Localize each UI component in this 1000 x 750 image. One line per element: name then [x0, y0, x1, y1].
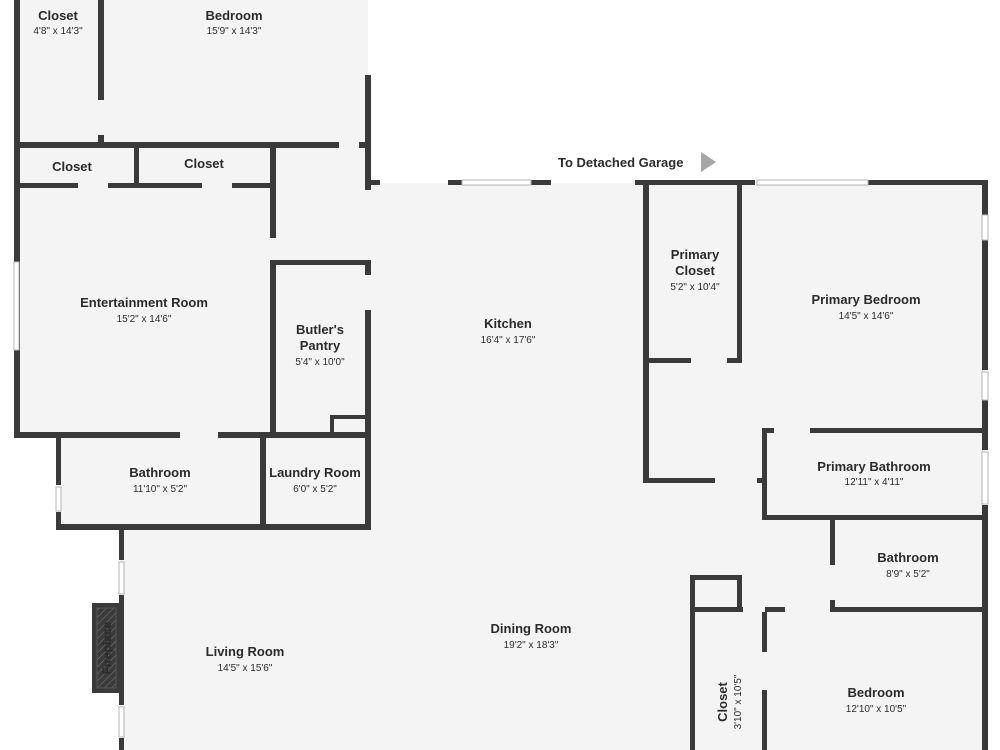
room-name: Laundry Room: [269, 465, 361, 480]
room-dining: Dining Room 19'2" x 18'3": [491, 621, 572, 651]
garage-label: To Detached Garage: [558, 155, 683, 170]
room-dimensions: 5'2" x 10'4": [670, 282, 720, 293]
room-name: Closet: [52, 159, 92, 174]
room-dimensions: 15'2" x 14'6": [117, 314, 172, 325]
room-dimensions: 12'11" x 4'11": [845, 477, 904, 488]
floor-areas: [18, 0, 985, 750]
room-closet-a: Closet: [52, 159, 92, 174]
room-name: Kitchen: [484, 316, 532, 331]
room-name: Primary Bathroom: [817, 459, 930, 474]
room-primary-closet: Primary Closet 5'2" x 10'4": [670, 247, 720, 293]
room-name: Closet: [715, 681, 730, 721]
room-dimensions: 14'5" x 15'6": [218, 663, 273, 674]
room-name: Living Room: [206, 644, 285, 659]
windows: [13, 179, 989, 738]
room-closet-vertical: Closet 3'10" x 10'5": [715, 674, 744, 729]
room-closet-b: Closet: [184, 156, 224, 171]
room-dimensions: 14'5" x 14'6": [839, 311, 894, 322]
room-bedroom-top: Bedroom 15'9" x 14'3": [205, 8, 262, 37]
room-name-line1: Butler's: [296, 322, 344, 337]
room-name: Bathroom: [129, 465, 190, 480]
room-butlers-pantry: Butler's Pantry 5'4" x 10'0": [295, 322, 345, 368]
room-dimensions: 5'4" x 10'0": [295, 357, 345, 368]
room-closet-top: Closet 4'8" x 14'3": [33, 8, 83, 37]
room-name: Dining Room: [491, 621, 572, 636]
room-dimensions: 6'0" x 5'2": [293, 484, 337, 495]
room-bathroom-right: Bathroom 8'9" x 5'2": [877, 550, 938, 580]
room-primary-bathroom: Primary Bathroom 12'11" x 4'11": [817, 459, 930, 488]
room-living: Living Room 14'5" x 15'6": [206, 644, 285, 674]
room-dimensions: 15'9" x 14'3": [207, 26, 262, 37]
room-entertainment: Entertainment Room 15'2" x 14'6": [80, 295, 208, 325]
room-bathroom-left: Bathroom 11'10" x 5'2": [129, 465, 190, 495]
room-bedroom-bottom: Bedroom 12'10" x 10'5": [846, 685, 907, 715]
room-name: Closet: [184, 156, 224, 171]
fireplace: Fireplace: [92, 603, 120, 693]
room-name-line1: Primary: [671, 247, 720, 262]
room-dimensions: 19'2" x 18'3": [504, 640, 559, 651]
room-labels: Closet 4'8" x 14'3" Bedroom 15'9" x 14'3…: [33, 8, 938, 729]
room-name: Closet: [38, 8, 78, 23]
room-dimensions: 4'8" x 14'3": [33, 26, 83, 37]
walls: [14, 0, 988, 750]
room-name: Primary Bedroom: [811, 292, 920, 307]
room-laundry: Laundry Room 6'0" x 5'2": [269, 465, 361, 495]
room-dimensions: 8'9" x 5'2": [886, 569, 930, 580]
room-kitchen: Kitchen 16'4" x 17'6": [481, 316, 536, 346]
room-dimensions: 11'10" x 5'2": [133, 484, 188, 495]
room-name: Bedroom: [205, 8, 262, 23]
room-name: Bedroom: [847, 685, 904, 700]
room-dimensions: 3'10" x 10'5": [733, 674, 744, 729]
room-name-line2: Pantry: [300, 338, 341, 353]
room-primary-bedroom: Primary Bedroom 14'5" x 14'6": [811, 292, 920, 322]
room-name-line2: Closet: [675, 263, 715, 278]
room-dimensions: 12'10" x 10'5": [846, 704, 907, 715]
fireplace-label: Fireplace: [100, 621, 114, 674]
room-name: Entertainment Room: [80, 295, 208, 310]
room-name: Bathroom: [877, 550, 938, 565]
room-dimensions: 16'4" x 17'6": [481, 335, 536, 346]
arrow-right-icon: [701, 152, 716, 172]
garage-indicator: To Detached Garage: [558, 152, 716, 172]
